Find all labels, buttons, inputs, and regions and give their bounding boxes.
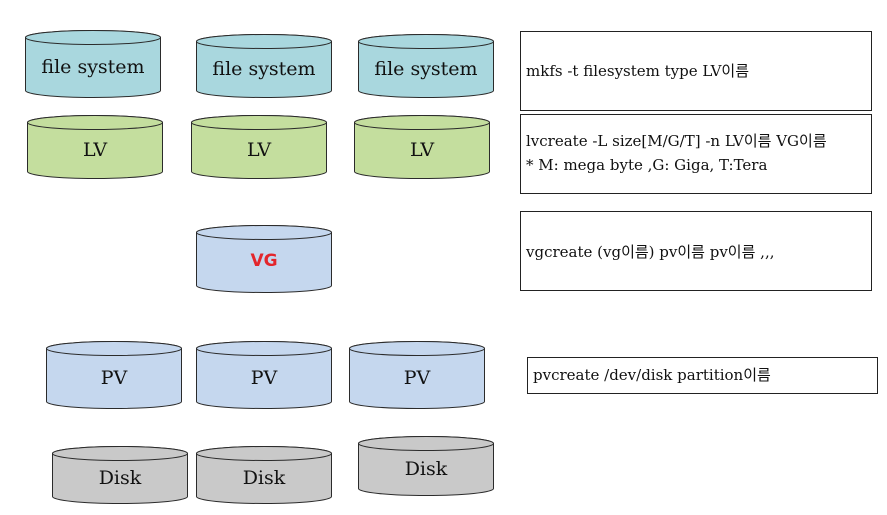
cylinder-shape xyxy=(191,115,327,179)
cylinder-top xyxy=(52,446,188,461)
cylinder-shape xyxy=(354,115,490,179)
cylinder-label: LV xyxy=(246,139,272,161)
cylinder-label: file system xyxy=(212,58,316,80)
lv-cylinder-1: LV xyxy=(27,115,163,179)
cylinder-top xyxy=(46,341,182,356)
cylinder-shape xyxy=(196,225,332,293)
disk-cylinder-3: Disk xyxy=(358,436,494,496)
cylinder-shape xyxy=(25,30,161,98)
cylinder-label: PV xyxy=(250,367,278,389)
cylinder-top xyxy=(358,436,494,451)
cylinder-shape xyxy=(358,436,494,496)
cylinder-top xyxy=(349,341,485,356)
lv-cylinder-2: LV xyxy=(191,115,327,179)
lv-cylinder-3: LV xyxy=(354,115,490,179)
lvcreate-size-note: * M: mega byte ,G: Giga, T:Tera xyxy=(526,156,768,174)
pv-cylinder-1: PV xyxy=(46,341,182,409)
filesystem-cylinder-3: file system xyxy=(358,34,494,98)
mkfs-command-box: mkfs -t filesystem type LV이름 xyxy=(520,31,872,111)
vgcreate-command-box: vgcreate (vg이름) pv이름 pv이름 ,,, xyxy=(520,211,872,291)
cylinder-top xyxy=(196,34,332,49)
cylinder-top xyxy=(354,115,490,130)
cylinder-top xyxy=(358,34,494,49)
disk-cylinder-2: Disk xyxy=(196,446,332,504)
vg-cylinder: VG xyxy=(196,225,332,293)
cylinder-label: VG xyxy=(250,251,278,271)
cylinder-label: Disk xyxy=(98,467,142,489)
cylinder-top xyxy=(27,115,163,130)
pvcreate-command-box: pvcreate /dev/disk partition이름 xyxy=(527,357,878,394)
cylinder-top xyxy=(196,446,332,461)
lvcreate-command-box: lvcreate -L size[M/G/T] -n LV이름 VG이름 * M… xyxy=(520,114,872,194)
pvcreate-command-text: pvcreate /dev/disk partition이름 xyxy=(533,366,771,384)
cylinder-shape xyxy=(46,341,182,409)
mkfs-command-text: mkfs -t filesystem type LV이름 xyxy=(526,62,750,80)
cylinder-shape xyxy=(196,446,332,504)
cylinder-label: Disk xyxy=(404,458,448,480)
cylinder-top xyxy=(196,341,332,356)
cylinder-top xyxy=(191,115,327,130)
cylinder-shape xyxy=(358,34,494,98)
cylinder-shape xyxy=(349,341,485,409)
lvcreate-command-text: lvcreate -L size[M/G/T] -n LV이름 VG이름 xyxy=(526,132,827,150)
cylinder-label: PV xyxy=(100,367,128,389)
cylinder-shape xyxy=(196,34,332,98)
pv-cylinder-3: PV xyxy=(349,341,485,409)
vgcreate-command-text: vgcreate (vg이름) pv이름 pv이름 ,,, xyxy=(526,243,775,261)
cylinder-label: PV xyxy=(403,367,431,389)
cylinder-label: LV xyxy=(82,139,108,161)
pv-cylinder-2: PV xyxy=(196,341,332,409)
cylinder-label: file system xyxy=(374,58,478,80)
cylinder-label: LV xyxy=(409,139,435,161)
filesystem-cylinder-2: file system xyxy=(196,34,332,98)
cylinder-shape xyxy=(196,341,332,409)
cylinder-label: Disk xyxy=(242,467,286,489)
cylinder-shape xyxy=(27,115,163,179)
cylinder-top xyxy=(196,225,332,240)
disk-cylinder-1: Disk xyxy=(52,446,188,504)
cylinder-shape xyxy=(52,446,188,504)
cylinder-label: file system xyxy=(41,56,145,78)
filesystem-cylinder-1: file system xyxy=(25,30,161,98)
cylinder-top xyxy=(25,30,161,45)
